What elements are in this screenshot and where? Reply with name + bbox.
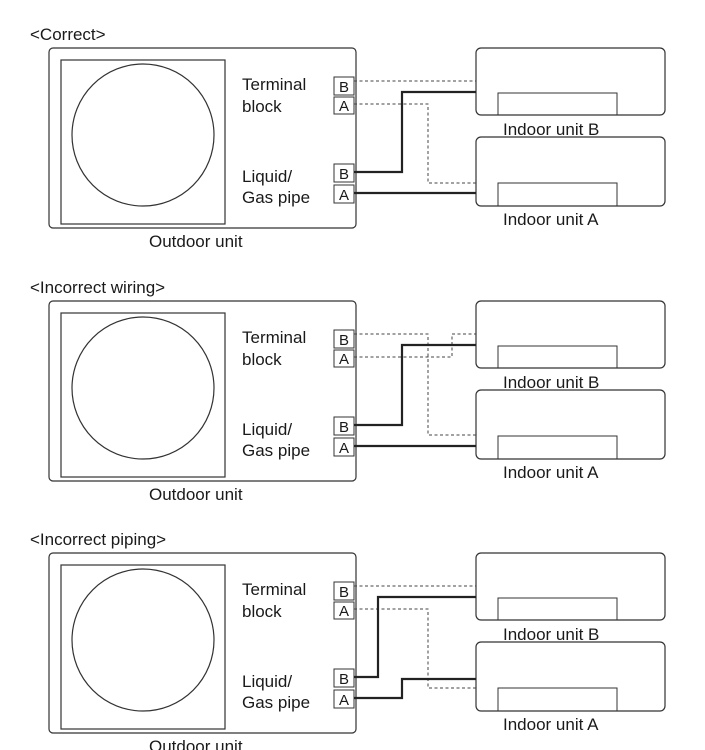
terminal-a-box xyxy=(333,601,355,620)
terminal-b-box xyxy=(333,581,355,601)
dashed-wire-1 xyxy=(354,333,476,436)
indoor-unit-b xyxy=(475,552,666,621)
indoor-unit-a-label: Indoor unit A xyxy=(503,210,599,229)
refrigerant-pipe-1 xyxy=(354,595,476,679)
outdoor-unit-frame xyxy=(48,552,357,734)
indoor-unit-b-panel xyxy=(497,345,618,369)
fan-grille-square xyxy=(60,59,226,225)
refrigerant-pipe-2 xyxy=(354,677,476,700)
terminal-label: Terminal xyxy=(242,75,306,94)
indoor-unit-b-label: Indoor unit B xyxy=(503,625,599,644)
indoor-unit-a xyxy=(475,136,666,207)
fan-circle xyxy=(71,63,215,207)
terminal-label: Terminal xyxy=(242,580,306,599)
outdoor-unit-label: Outdoor unit xyxy=(149,737,243,750)
terminal-a-letter: A xyxy=(339,98,349,115)
panel-title: <Correct> xyxy=(30,25,106,44)
pipe-b-letter: B xyxy=(339,419,349,436)
terminal-b-box xyxy=(333,329,355,349)
indoor-unit-b-label: Indoor unit B xyxy=(503,120,599,139)
panel-incorrect-piping: <Incorrect piping> Terminal blockLiquid/Ga… xyxy=(30,530,666,750)
indoor-unit-b-panel xyxy=(497,597,618,621)
fan-circle xyxy=(71,568,215,712)
indoor-unit-a-panel xyxy=(497,687,618,712)
fan-grille-square xyxy=(60,564,226,730)
dashed-wire-2 xyxy=(354,608,476,689)
pipe-a-letter: A xyxy=(339,187,349,204)
terminal-a-box xyxy=(333,349,355,368)
liquid-label: Liquid/ xyxy=(242,420,292,439)
fan-circle xyxy=(71,316,215,460)
terminal-a-letter: A xyxy=(339,351,349,368)
outdoor-unit-frame xyxy=(48,47,357,229)
block-label: block xyxy=(242,350,282,369)
terminal-b-letter: B xyxy=(339,332,349,349)
indoor-unit-b xyxy=(475,47,666,116)
terminal-b-box xyxy=(333,76,355,96)
indoor-unit-b-panel xyxy=(497,92,618,116)
indoor-unit-a-panel xyxy=(497,435,618,460)
pipe-b-letter: B xyxy=(339,166,349,183)
panel-incorrect-wiring: <Incorrect wiring> Terminal blockLiquid/Ga… xyxy=(30,278,666,504)
panel-title: <Incorrect wiring> xyxy=(30,278,165,297)
indoor-unit-a xyxy=(475,389,666,460)
outdoor-unit-label: Outdoor unit xyxy=(149,485,243,504)
terminal-label: Terminal xyxy=(242,328,306,347)
refrigerant-pipe-1 xyxy=(354,90,476,174)
outdoor-unit-frame xyxy=(48,300,357,482)
gas-pipe-label: Gas pipe xyxy=(242,188,310,207)
terminal-b-letter: B xyxy=(339,584,349,601)
indoor-unit-a-label: Indoor unit A xyxy=(503,463,599,482)
indoor-unit-b-label: Indoor unit B xyxy=(503,373,599,392)
pipe-a-letter: A xyxy=(339,440,349,457)
gas-pipe-label: Gas pipe xyxy=(242,693,310,712)
terminal-a-letter: A xyxy=(339,603,349,620)
dashed-wire-2 xyxy=(354,333,476,358)
pipe-a-letter: A xyxy=(339,692,349,709)
outdoor-unit-label: Outdoor unit xyxy=(149,232,243,251)
terminal-a-box xyxy=(333,96,355,115)
gas-pipe-label: Gas pipe xyxy=(242,441,310,460)
indoor-unit-a xyxy=(475,641,666,712)
terminal-b-letter: B xyxy=(339,79,349,96)
pipe-b-letter: B xyxy=(339,671,349,688)
indoor-unit-b xyxy=(475,300,666,369)
block-label: block xyxy=(242,97,282,116)
indoor-unit-a-label: Indoor unit A xyxy=(503,715,599,734)
panel-title: <Incorrect piping> xyxy=(30,530,166,549)
liquid-label: Liquid/ xyxy=(242,167,292,186)
indoor-unit-a-panel xyxy=(497,182,618,207)
fan-grille-square xyxy=(60,312,226,478)
dashed-wire-2 xyxy=(354,103,476,184)
refrigerant-pipe-1 xyxy=(354,343,476,427)
liquid-label: Liquid/ xyxy=(242,672,292,691)
block-label: block xyxy=(242,602,282,621)
